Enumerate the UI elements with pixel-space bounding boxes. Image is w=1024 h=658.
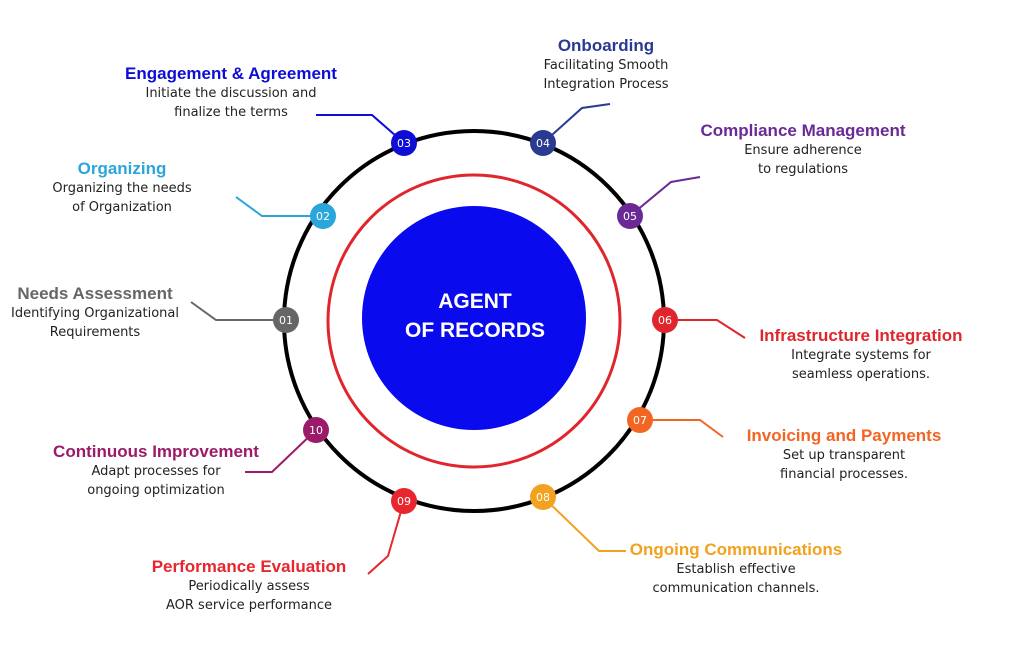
step-title: Organizing [77,159,167,178]
step-description: Ensure adherence to regulations [744,143,862,177]
step-badge-number: 04 [536,137,550,150]
step-badge-number: 10 [309,424,323,437]
step-05-label: Compliance Management Ensure adherence t… [643,120,963,179]
connector-line-08 [542,496,626,552]
connector-line-03 [316,114,405,144]
step-badge-01 [273,307,299,333]
step-badge-number: 09 [397,495,411,508]
step-badge-06 [652,307,678,333]
step-badge-number: 08 [536,491,550,504]
step-badge-number: 03 [397,137,411,150]
step-description: Identifying Organizational Requirements [11,306,179,340]
step-title: Onboarding [557,36,655,55]
step-description: Establish effective communication channe… [652,562,820,596]
connector-line-10 [245,429,317,473]
step-01-label: Needs Assessment Identifying Organizatio… [0,283,255,342]
step-02-label: Organizing Organizing the needs of Organ… [0,158,282,217]
step-title: Invoicing and Payments [746,426,942,445]
inner-ring [326,173,622,469]
step-badge-number: 05 [623,210,637,223]
step-title: Needs Assessment [17,284,173,303]
connector-line-01 [190,301,286,321]
step-04-label: Onboarding Facilitating Smooth Integrati… [446,35,766,94]
connector-line-09 [367,500,405,575]
step-badge-number: 06 [658,314,672,327]
step-08-label: Ongoing Communications Establish effecti… [576,539,896,598]
connector-lines [190,103,746,575]
step-badge-02 [310,203,336,229]
step-badge-05 [617,203,643,229]
step-badge-number: 07 [633,414,647,427]
step-09-label: Performance Evaluation Periodically asse… [89,556,409,615]
step-badges: 01 02 03 04 05 06 07 08 09 10 [273,130,678,514]
step-03-label: Engagement & Agreement Initiate the disc… [71,63,391,122]
center-title: AGENT OF RECORDS [375,287,575,345]
step-badge-09 [391,488,417,514]
center-disc [362,206,586,430]
step-description: Set up transparent financial processes. [780,448,908,482]
step-description: Periodically assess AOR service performa… [165,579,333,613]
connector-line-02 [235,196,323,217]
step-title: Performance Evaluation [151,557,347,576]
step-badge-03 [391,130,417,156]
step-title: Compliance Management [700,121,906,140]
connector-line-04 [542,103,611,144]
step-description: Facilitating Smooth Integration Process [543,58,669,92]
step-10-label: Continuous Improvement Adapt processes f… [0,441,316,500]
step-badge-04 [530,130,556,156]
step-badge-number: 02 [316,210,330,223]
step-07-label: Invoicing and Payments Set up transparen… [684,425,1004,484]
step-badge-08 [530,484,556,510]
step-title: Infrastructure Integration [759,326,963,345]
step-title: Engagement & Agreement [125,64,337,83]
step-description: Adapt processes for ongoing optimization [87,464,225,498]
step-badge-07 [627,407,653,433]
step-badge-10 [303,417,329,443]
connector-line-07 [640,419,724,438]
center-title-line2: OF RECORDS [404,319,545,342]
connector-line-06 [665,319,746,339]
connector-line-05 [629,176,701,217]
step-description: Initiate the discussion and finalize the… [145,86,317,120]
step-description: Integrate systems for seamless operation… [791,348,931,382]
step-badge-number: 01 [279,314,293,327]
step-06-label: Infrastructure Integration Integrate sys… [701,325,1021,384]
step-title: Continuous Improvement [53,442,259,461]
step-title: Ongoing Communications [629,540,843,559]
center-title-line1: AGENT [438,290,512,313]
step-description: Organizing the needs of Organization [52,181,192,215]
